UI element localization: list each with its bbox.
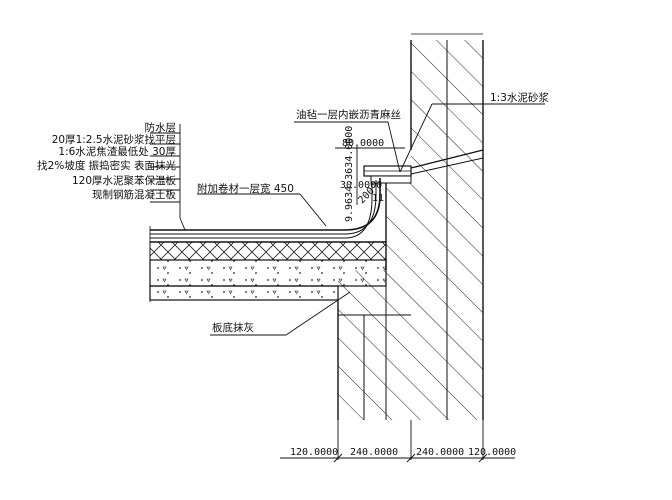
dimension-lines	[280, 145, 515, 463]
label-slope: 找2%坡度 振捣密实 表面抹光	[37, 159, 176, 172]
dim-bottom-2: 240.0000	[350, 447, 398, 458]
coping-mortar	[363, 149, 484, 184]
brick-wall	[410, 40, 484, 420]
dim-30: 30.0000	[340, 180, 382, 191]
label-plaster: 板底抹灰	[212, 321, 254, 334]
label-extra-coil: 附加卷材一层宽 450	[197, 182, 294, 195]
dim-bottom-3: 240.0000	[416, 447, 464, 458]
label-felt: 油毡一层内嵌沥青麻丝	[296, 108, 401, 121]
leader-lines	[150, 103, 545, 336]
label-slag: 1:6水泥焦渣最低处 30厚	[58, 145, 176, 158]
roof-layers	[149, 178, 387, 301]
label-mortar: 1:3水泥砂浆	[490, 91, 549, 104]
label-slab: 现制钢筋混凝土板	[92, 188, 176, 201]
dim-vertical: 9.9634.3634.0000	[344, 126, 355, 222]
dim-11: 11	[372, 193, 384, 204]
label-leveling: 20厚1:2.5水泥砂浆找平层	[52, 133, 176, 146]
break-lines	[149, 33, 483, 302]
dim-80: 80.0000	[342, 138, 384, 149]
label-insulation: 120厚水泥聚苯保温板	[72, 174, 177, 187]
label-waterproof: 防水层	[145, 121, 177, 134]
dim-bottom-1: 120.0000	[290, 447, 338, 458]
dim-bottom-4: 120.0000	[468, 447, 516, 458]
